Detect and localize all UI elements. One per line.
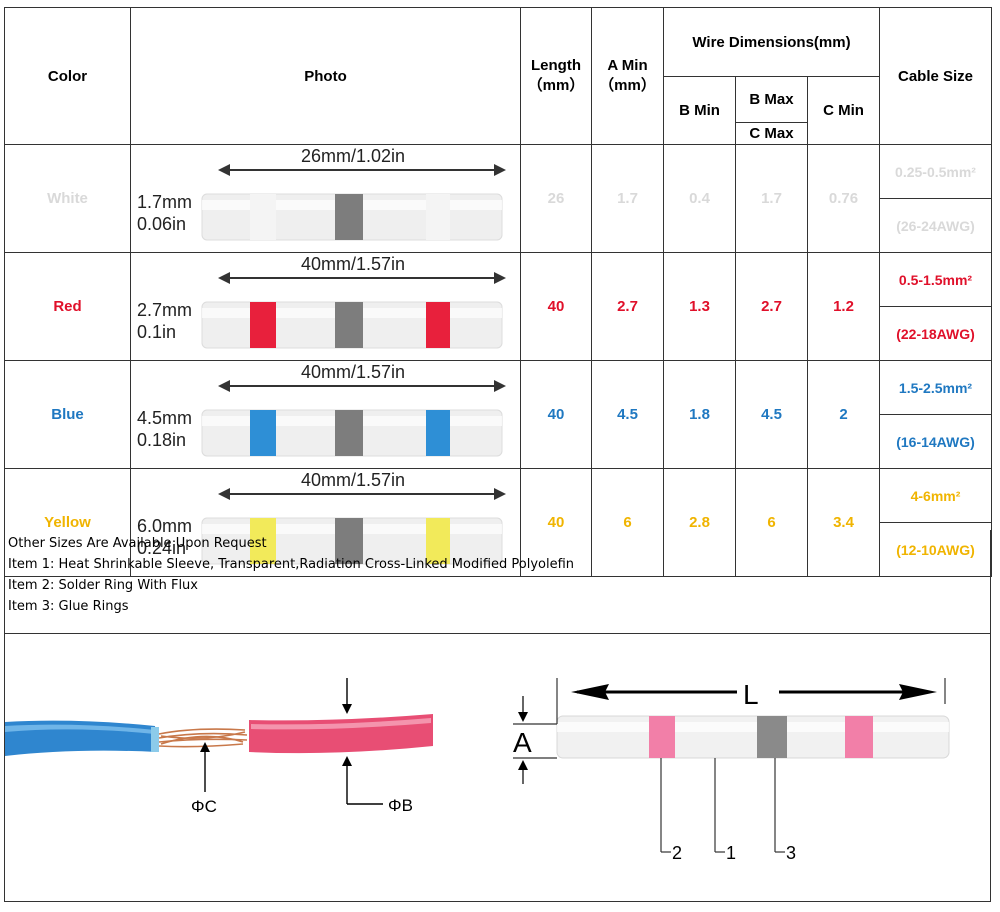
connector-photo: 40mm/1.57in 2.7mm 0.1in [131,254,520,360]
diameter-mm: 4.5mm [137,407,193,428]
cable-size-mm2: 0.25-0.5mm² [879,144,992,199]
cable-size-awg: (12-10AWG) [879,522,992,577]
cable-size-mm2: 4-6mm² [879,468,992,523]
c-min-cell: 1.2 [807,252,880,361]
notes-box: Other Sizes Are Available Upon Request I… [4,530,991,634]
diagram-svg: ΦC ΦB L A [5,678,950,863]
header-c-min: C Min [807,76,880,145]
c-min-cell: 2 [807,360,880,469]
diameter-in: 0.06in [137,213,187,234]
item-3-label: 3 [786,843,796,863]
length-cell: 40 [520,468,592,577]
photo-cell: 40mm/1.57in 2.7mm 0.1in [130,252,521,361]
spec-row-sub: (12-10AWG) [5,522,992,577]
a-min-cell: 4.5 [591,360,664,469]
spec-table: Color Photo Length （mm） A Min （mm） Wire … [4,7,992,577]
header-length: Length （mm） [520,7,592,145]
header-c-max: C Max [735,122,808,145]
item-1-label: 1 [726,843,736,863]
header-b-max: B Max [735,76,808,123]
length-cell: 40 [520,252,592,361]
cable-size-awg: (16-14AWG) [879,414,992,469]
photo-cell: 26mm/1.02in 1.7mm 0.06in [130,144,521,253]
cable-size-awg: (22-18AWG) [879,306,992,361]
phi-b-label: ΦB [388,796,413,815]
b-min-cell: 0.4 [663,144,736,253]
b-max-cell: 1.7 [735,144,808,253]
note-line: Item 1: Heat Shrinkable Sleeve, Transpar… [8,557,575,572]
connector-photo: 40mm/1.57in 6.0mm 0.24in [131,470,520,576]
color-name-cell: Yellow [4,468,131,577]
header-photo: Photo [130,7,521,145]
a-min-cell: 1.7 [591,144,664,253]
b-max-cell: 2.7 [735,252,808,361]
dimension-label: 40mm/1.57in [301,469,406,490]
diameter-in: 0.24in [137,537,187,558]
diagram-section: ΦC ΦB L A [4,634,991,902]
note-line: Other Sizes Are Available Upon Request [8,536,267,551]
dimension-label: 40mm/1.57in [301,361,406,382]
diameter-in: 0.1in [137,321,177,342]
header-cable-size: Cable Size [879,7,992,145]
connector-drawing [513,678,950,853]
cable-size-mm2: 0.5-1.5mm² [879,252,992,307]
wire-illustration [5,678,433,805]
color-name-cell: Blue [4,360,131,469]
header-a-min: A Min （mm） [591,7,664,145]
phi-c-label: ΦC [191,797,217,816]
b-min-cell: 1.8 [663,360,736,469]
diameter-mm: 1.7mm [137,191,193,212]
dimension-label: 40mm/1.57in [301,253,406,274]
dimension-label: 26mm/1.02in [301,145,406,166]
length-cell: 26 [520,144,592,253]
connector-photo: 40mm/1.57in 4.5mm 0.18in [131,362,520,468]
diameter-mm: 2.7mm [137,299,193,320]
diameter-mm: 6.0mm [137,515,193,536]
c-min-cell: 0.76 [807,144,880,253]
b-min-cell: 2.8 [663,468,736,577]
length-l-label: L [743,679,759,710]
spec-row-sub: (16-14AWG) [5,414,992,469]
b-max-cell: 6 [735,468,808,577]
diameter-in: 0.18in [137,429,187,450]
b-min-cell: 1.3 [663,252,736,361]
color-name-cell: Red [4,252,131,361]
b-max-cell: 4.5 [735,360,808,469]
header-b-min: B Min [663,76,736,145]
cable-size-mm2: 1.5-2.5mm² [879,360,992,415]
spec-row-sub: (22-18AWG) [5,306,992,361]
color-name-cell: White [4,144,131,253]
header-color: Color [4,7,131,145]
a-min-cell: 2.7 [591,252,664,361]
photo-cell: 40mm/1.57in 6.0mm 0.24in [130,468,521,577]
length-cell: 40 [520,360,592,469]
photo-cell: 40mm/1.57in 4.5mm 0.18in [130,360,521,469]
item-2-label: 2 [672,843,682,863]
connector-photo: 26mm/1.02in 1.7mm 0.06in [131,146,520,252]
diameter-a-label: A [513,727,532,758]
note-line: Item 3: Glue Rings [8,599,129,614]
note-line: Item 2: Solder Ring With Flux [8,578,198,593]
header-wire-dimensions: Wire Dimensions(mm) [663,7,880,77]
cable-size-awg: (26-24AWG) [879,198,992,253]
